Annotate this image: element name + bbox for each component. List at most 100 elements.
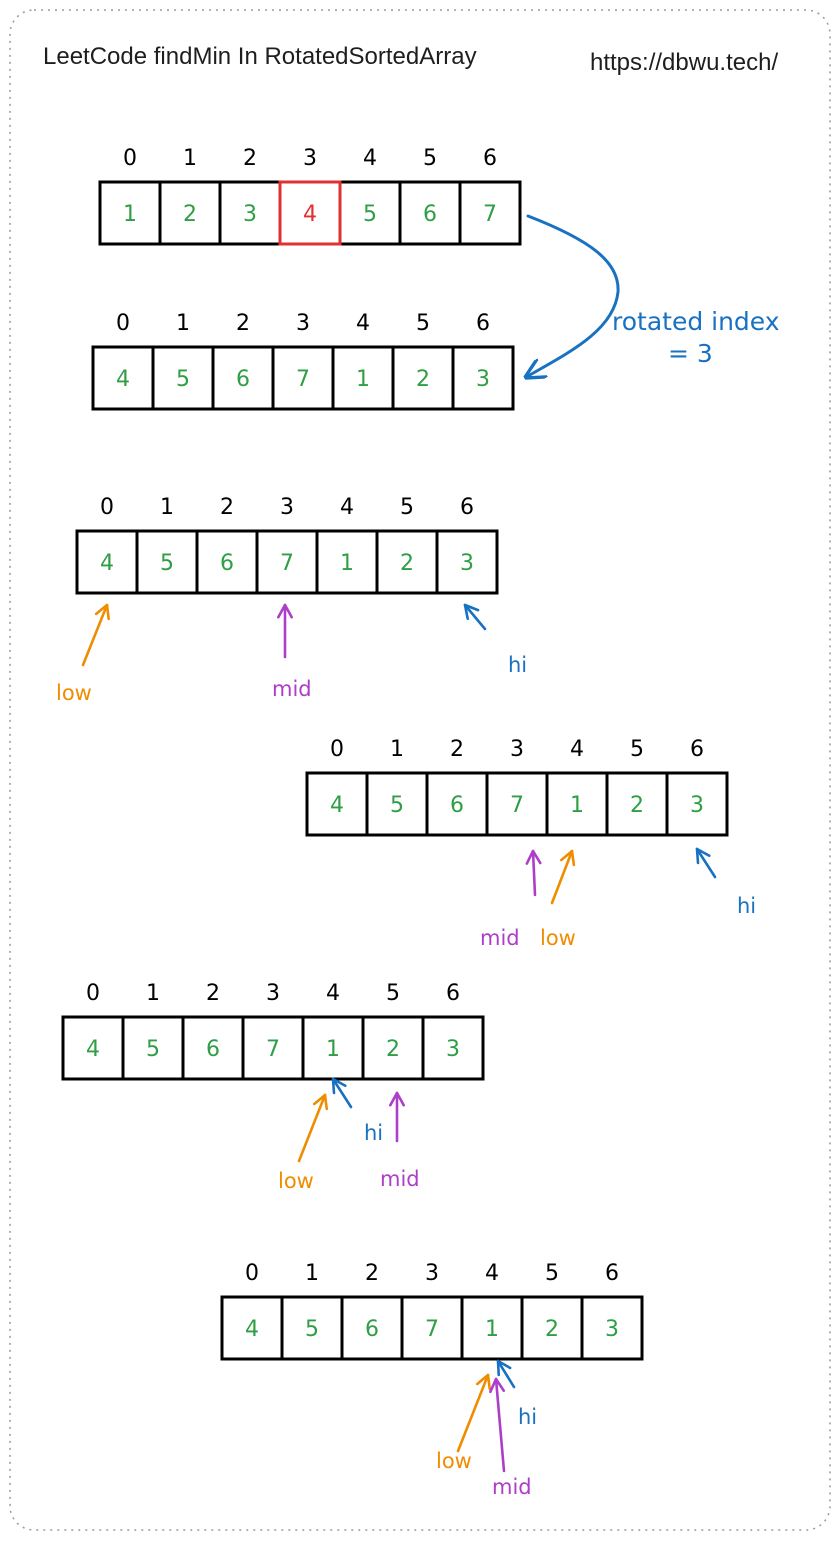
index-label: 3 <box>296 311 310 336</box>
pointer-arrowhead <box>312 1093 329 1111</box>
cell-value: 3 <box>460 551 474 576</box>
index-label: 5 <box>545 1261 559 1286</box>
index-label: 6 <box>446 981 460 1006</box>
pointer-arrowhead <box>388 1091 406 1107</box>
cell-value: 6 <box>206 1037 220 1062</box>
cell-value: 2 <box>416 367 430 392</box>
index-label: 0 <box>245 1261 259 1286</box>
index-label: 5 <box>416 311 430 336</box>
index-label: 0 <box>100 495 114 520</box>
pointer-arrowhead <box>463 603 480 621</box>
cell-value: 7 <box>266 1037 280 1062</box>
cell-value: 7 <box>280 551 294 576</box>
array-cell <box>315 529 379 595</box>
cell-value: 5 <box>390 793 404 818</box>
cell-value: 6 <box>220 551 234 576</box>
array-cell <box>121 1015 185 1081</box>
index-label: 4 <box>326 981 340 1006</box>
cell-value: 4 <box>116 367 130 392</box>
array-cell <box>545 771 609 837</box>
cell-value: 5 <box>160 551 174 576</box>
cell-value: 1 <box>326 1037 340 1062</box>
index-label: 3 <box>303 146 317 171</box>
hi-pointer-arrow <box>695 847 717 879</box>
cell-value: 4 <box>100 551 114 576</box>
array-cell <box>75 529 139 595</box>
cell-value: 7 <box>296 367 310 392</box>
low-pointer-label: low <box>56 681 92 705</box>
cell-value: 1 <box>123 202 137 227</box>
pointer-arrowhead <box>94 603 110 621</box>
pointer-arrowhead <box>489 1377 506 1394</box>
cell-value: 5 <box>146 1037 160 1062</box>
diagram-title: LeetCode findMin In RotatedSortedArray <box>43 43 477 70</box>
index-label: 2 <box>220 495 234 520</box>
highlighted-cell <box>278 180 342 246</box>
index-label: 6 <box>690 737 704 762</box>
pointer-arrowhead <box>331 1077 347 1095</box>
hi-pointer-arrow <box>463 603 487 631</box>
cell-value: 2 <box>630 793 644 818</box>
cell-value: 2 <box>386 1037 400 1062</box>
index-label: 2 <box>243 146 257 171</box>
cell-value: 6 <box>423 202 437 227</box>
array-cell <box>580 1295 644 1361</box>
index-label: 1 <box>390 737 404 762</box>
index-label: 2 <box>450 737 464 762</box>
cell-value: 3 <box>605 1317 619 1342</box>
index-label: 2 <box>236 311 250 336</box>
array-cell <box>365 771 429 837</box>
cell-value: 1 <box>340 551 354 576</box>
index-label: 5 <box>400 495 414 520</box>
index-label: 4 <box>356 311 370 336</box>
array-cell <box>340 1295 404 1361</box>
index-label: 6 <box>483 146 497 171</box>
pointer-arrowhead <box>695 847 711 865</box>
index-label: 3 <box>510 737 524 762</box>
mid-pointer-label: mid <box>480 926 520 950</box>
low-pointer-arrow <box>297 1093 327 1163</box>
array-cell <box>451 345 515 411</box>
array-cell <box>135 529 199 595</box>
index-label: 5 <box>630 737 644 762</box>
cell-value: 7 <box>425 1317 439 1342</box>
cell-value: 3 <box>243 202 257 227</box>
cell-value: 5 <box>305 1317 319 1342</box>
array-cell <box>391 345 455 411</box>
index-label: 0 <box>123 146 137 171</box>
cell-value: 2 <box>545 1317 559 1342</box>
cell-value: 5 <box>363 202 377 227</box>
index-label: 1 <box>183 146 197 171</box>
index-label: 6 <box>605 1261 619 1286</box>
cell-value: 1 <box>485 1317 499 1342</box>
low-pointer-label: low <box>278 1169 314 1193</box>
site-url: https://dbwu.tech/ <box>590 49 778 76</box>
index-label: 3 <box>280 495 294 520</box>
mid-pointer-label: mid <box>272 677 312 701</box>
cell-value: 4 <box>86 1037 100 1062</box>
cell-value: 7 <box>510 793 524 818</box>
cell-value: 2 <box>183 202 197 227</box>
index-label: 4 <box>340 495 354 520</box>
low-pointer-label: low <box>436 1449 472 1473</box>
mid-pointer-arrow <box>494 1377 506 1473</box>
cell-value: 1 <box>356 367 370 392</box>
hi-pointer-label: hi <box>364 1121 383 1145</box>
low-pointer-arrow <box>81 603 109 667</box>
mid-pointer-label: mid <box>380 1167 420 1191</box>
index-label: 4 <box>485 1261 499 1286</box>
cell-value: 6 <box>450 793 464 818</box>
index-label: 1 <box>146 981 160 1006</box>
array-cell <box>398 180 462 246</box>
index-label: 3 <box>266 981 280 1006</box>
cell-value: 6 <box>236 367 250 392</box>
array-cell <box>220 1295 284 1361</box>
array-cell <box>271 345 335 411</box>
cell-value: 6 <box>365 1317 379 1342</box>
cell-value: 3 <box>476 367 490 392</box>
hi-pointer-arrow <box>496 1359 516 1389</box>
index-label: 0 <box>330 737 344 762</box>
